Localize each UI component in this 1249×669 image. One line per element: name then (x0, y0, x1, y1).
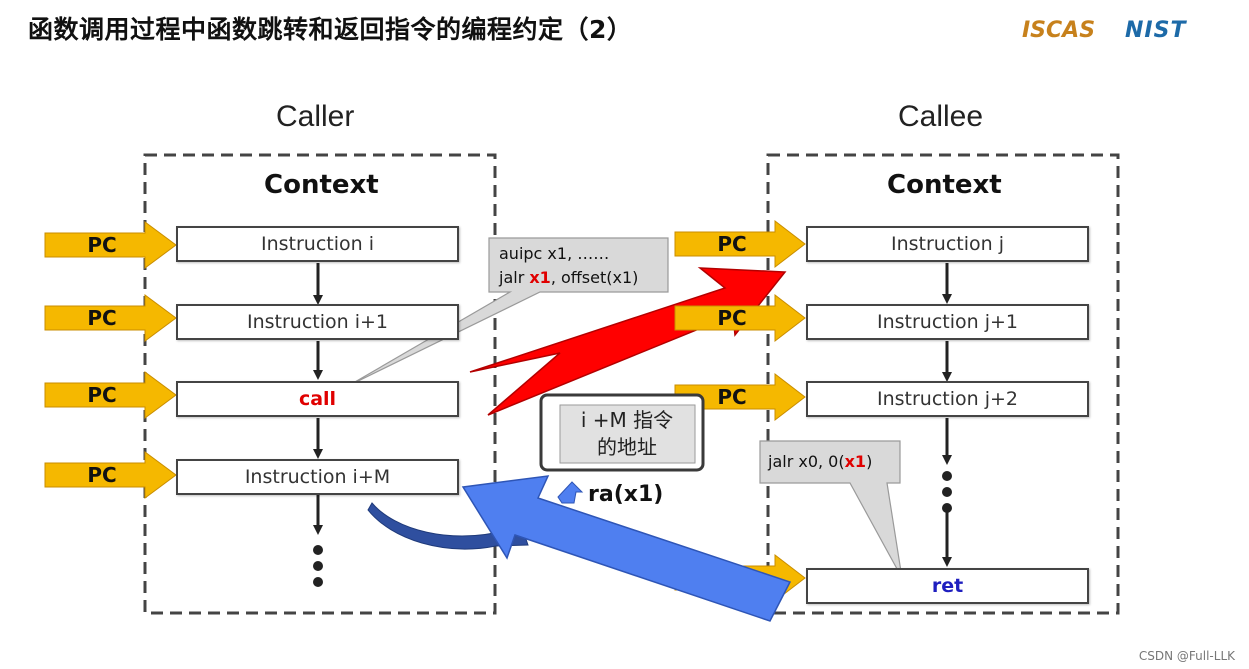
caller-heading: Caller (276, 100, 355, 133)
ret-callout-bubble (759, 440, 903, 579)
callee-instruction-j-plus-1: Instruction j+1 (806, 304, 1089, 340)
ret-callout-register: x1 (844, 452, 867, 471)
return-address-text: i +M 指令 的地址 (560, 407, 694, 461)
watermark: CSDN @Full-LLK (1138, 649, 1235, 663)
return-curve-arrow (367, 502, 529, 550)
callee-pc-label-1: PC (717, 232, 747, 256)
return-address-line-1: i +M 指令 (580, 408, 674, 432)
return-jump-arrow (461, 475, 792, 622)
call-callout-register: x1 (529, 268, 551, 287)
caller-pc-arrows (44, 221, 177, 499)
page-title: 函数调用过程中函数跳转和返回指令的编程约定（2） (28, 15, 633, 44)
iscas-logo: ISCAS (1022, 18, 1096, 43)
call-callout-line-1: auipc x1, …… (499, 244, 610, 263)
caller-ellipsis-dots (313, 545, 323, 587)
callee-instruction-j: Instruction j (806, 226, 1089, 262)
caller-instruction-i: Instruction i (176, 226, 459, 262)
caller-pc-label-2: PC (87, 306, 117, 330)
callee-pc-label-3: PC (717, 385, 747, 409)
caller-pc-label-3: PC (87, 383, 117, 407)
ret-callout-text: jalr x0, 0(x1) (768, 452, 873, 471)
return-address-line-2: 的地址 (597, 435, 657, 459)
callee-ellipsis-dots (942, 471, 952, 513)
ra-up-arrow-icon (557, 481, 584, 504)
call-callout-text: auipc x1, …… jalr x1, offset(x1) (499, 242, 638, 290)
caller-call-instruction: call (176, 381, 459, 417)
return-address-shape (559, 404, 696, 464)
callee-heading: Callee (898, 100, 984, 133)
callee-context-title: Context (887, 170, 1002, 200)
caller-pc-label-1: PC (87, 233, 117, 257)
caller-instruction-i-plus-m: Instruction i+M (176, 459, 459, 495)
caller-instruction-i-plus-1: Instruction i+1 (176, 304, 459, 340)
nist-logo: NIST (1125, 18, 1187, 43)
callee-context-frame (766, 153, 1120, 615)
caller-pc-label-4: PC (87, 463, 117, 487)
caller-context-title: Context (264, 170, 379, 200)
callee-instruction-j-plus-2: Instruction j+2 (806, 381, 1089, 417)
ra-register-label: ra(x1) (588, 482, 664, 507)
call-callout-line-2: jalr x1, offset(x1) (499, 268, 639, 287)
call-jump-arrow (469, 267, 787, 416)
callee-ret-instruction: ret (806, 568, 1089, 604)
callee-pc-label-2: PC (717, 306, 747, 330)
